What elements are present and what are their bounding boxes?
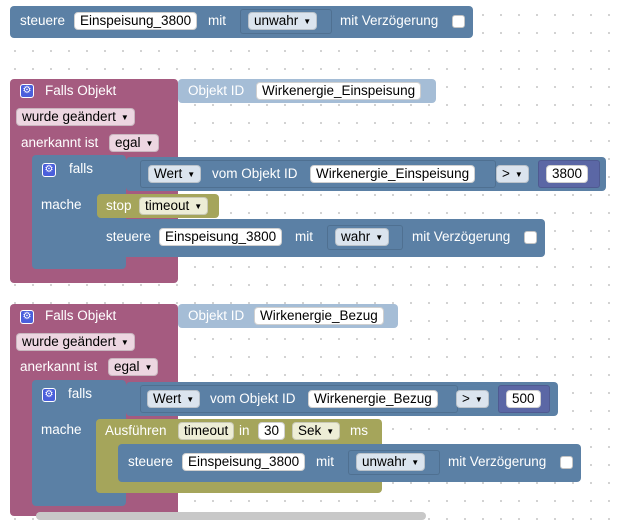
value-dropdown[interactable]: unwahr▼ <box>356 453 426 471</box>
gear-icon[interactable]: ⚙ <box>42 163 56 177</box>
anerkannt-label: anerkannt ist <box>21 135 99 150</box>
stop-label: stop <box>106 198 132 213</box>
objekt-id-block-2[interactable]: Objekt ID Wirkenergie_Bezug <box>178 304 398 328</box>
stop-timeout-block[interactable]: stop timeout▼ <box>97 194 219 218</box>
compare-block-2[interactable]: Wert▼ vom Objekt ID Wirkenergie_Bezug >▼… <box>126 382 558 416</box>
objekt-id-block-1[interactable]: Objekt ID Wirkenergie_Einspeisung <box>178 79 436 103</box>
threshold-field[interactable]: 500 <box>506 390 541 408</box>
value-dropdown[interactable]: unwahr▼ <box>248 12 318 30</box>
horizontal-scrollbar[interactable] <box>36 512 426 520</box>
state-field[interactable]: Einspeisung_3800 <box>74 12 198 30</box>
delay-label: mit Verzögerung <box>412 229 511 244</box>
delay-checkbox[interactable] <box>524 231 537 244</box>
steuere-label: steuere <box>20 13 66 28</box>
objekt-id-field[interactable]: Wirkenergie_Bezug <box>254 307 384 325</box>
trigger-mode-dropdown[interactable]: wurde geändert▼ <box>16 108 135 126</box>
objekt-id-field[interactable]: Wirkenergie_Einspeisung <box>256 82 422 100</box>
delay-value-field[interactable]: 30 <box>258 422 286 440</box>
ausfuehren-label: Ausführen <box>105 423 167 438</box>
falls-objekt-label: Falls Objekt <box>45 83 117 98</box>
timeout-dropdown[interactable]: timeout <box>178 422 235 440</box>
steuere-block-1[interactable]: steuere Einspeisung_3800 mit wahr▼ mit V… <box>97 219 545 257</box>
falls-objekt-label: Falls Objekt <box>45 308 117 323</box>
falls-label: falls <box>69 161 94 176</box>
ms-label: ms <box>350 423 368 438</box>
mit-label: mit <box>316 454 334 469</box>
cond-object-field[interactable]: Wirkenergie_Einspeisung <box>310 165 476 183</box>
mache-label: mache <box>41 197 82 212</box>
gear-icon[interactable]: ⚙ <box>20 84 34 98</box>
wert-dropdown[interactable]: Wert▼ <box>147 390 201 408</box>
anerkannt-label: anerkannt ist <box>20 359 98 374</box>
value-dropdown[interactable]: wahr▼ <box>335 228 390 246</box>
steuere-label: steuere <box>128 454 174 469</box>
compare-block-1[interactable]: Wert▼ vom Objekt ID Wirkenergie_Einspeis… <box>126 157 606 191</box>
state-field[interactable]: Einspeisung_3800 <box>159 228 283 246</box>
steuere-label: steuere <box>106 229 152 244</box>
gear-icon[interactable]: ⚙ <box>20 310 34 324</box>
delay-checkbox[interactable] <box>560 456 573 469</box>
vom-objekt-label: vom Objekt ID <box>212 166 298 181</box>
cond-object-field[interactable]: Wirkenergie_Bezug <box>308 390 438 408</box>
operator-dropdown[interactable]: >▼ <box>456 390 489 408</box>
mache-label: mache <box>41 422 82 437</box>
threshold-field[interactable]: 3800 <box>546 165 589 183</box>
mit-label: mit <box>295 229 313 244</box>
trigger-mode-dropdown[interactable]: wurde geändert▼ <box>16 333 135 351</box>
operator-dropdown[interactable]: >▼ <box>496 165 529 183</box>
timeout-dropdown[interactable]: timeout▼ <box>139 197 209 215</box>
delay-label: mit Verzögerung <box>448 454 547 469</box>
state-field[interactable]: Einspeisung_3800 <box>182 453 306 471</box>
anerkannt-dropdown[interactable]: egal▼ <box>109 134 160 152</box>
steuere-block-top[interactable]: steuere Einspeisung_3800 mit unwahr▼ mit… <box>10 6 473 38</box>
falls-label: falls <box>68 386 93 401</box>
objekt-id-label: Objekt ID <box>188 83 245 98</box>
delay-label: mit Verzögerung <box>340 13 439 28</box>
wert-dropdown[interactable]: Wert▼ <box>148 165 202 183</box>
in-label: in <box>239 423 250 438</box>
objekt-id-label: Objekt ID <box>188 308 245 323</box>
unit-dropdown[interactable]: Sek▼ <box>292 422 341 440</box>
steuere-block-2[interactable]: steuere Einspeisung_3800 mit unwahr▼ mit… <box>118 444 581 482</box>
vom-objekt-label: vom Objekt ID <box>210 391 296 406</box>
gear-icon[interactable]: ⚙ <box>42 388 56 402</box>
anerkannt-dropdown[interactable]: egal▼ <box>108 358 159 376</box>
delay-checkbox[interactable] <box>452 15 465 28</box>
mit-label: mit <box>208 13 226 28</box>
